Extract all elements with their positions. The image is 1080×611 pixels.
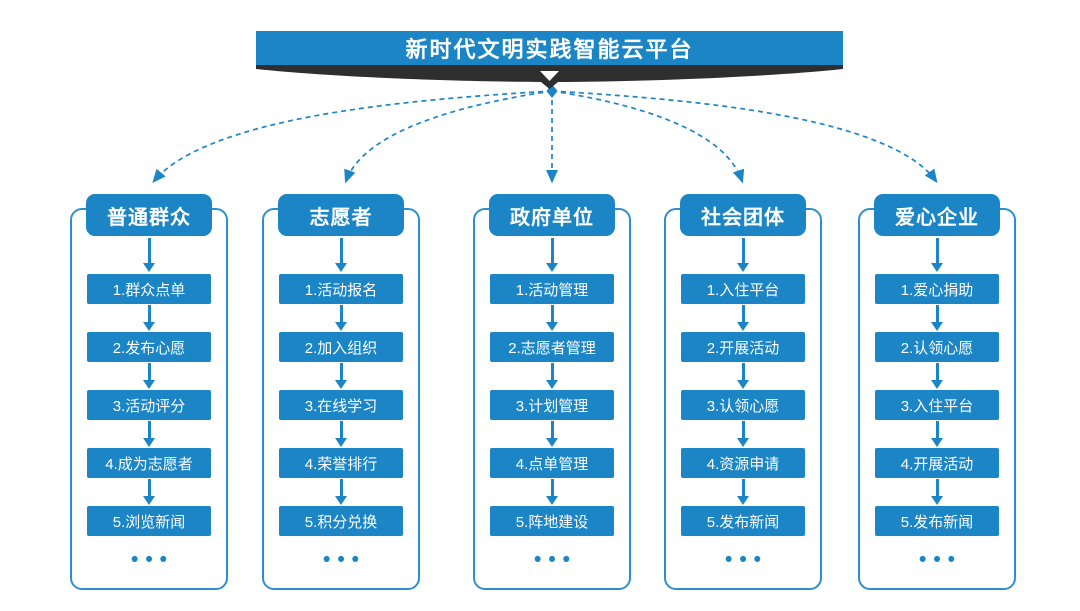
down-arrow-icon [737, 363, 749, 389]
down-arrow-icon [737, 479, 749, 505]
ellipsis-dots: ••• [724, 548, 769, 571]
down-arrow-icon [335, 421, 347, 447]
column-caring-enterprises: 爱心企业 1.爱心捐助 2.认领心愿 3.入住平台 4.开展活动 5.发布新闻 … [858, 194, 1016, 590]
down-arrow-icon [931, 238, 943, 272]
ellipsis-dots: ••• [533, 548, 578, 571]
down-arrow-icon [540, 71, 559, 81]
column-header: 爱心企业 [874, 194, 1000, 236]
down-arrow-icon [143, 421, 155, 447]
column-volunteers: 志愿者 1.活动报名 2.加入组织 3.在线学习 4.荣誉排行 5.积分兑换 •… [262, 194, 420, 590]
down-arrow-icon [931, 421, 943, 447]
step-box: 4.荣誉排行 [279, 448, 403, 478]
step-box: 1.入住平台 [681, 274, 805, 304]
step-box: 3.入住平台 [875, 390, 999, 420]
column-government-units: 政府单位 1.活动管理 2.志愿者管理 3.计划管理 4.点单管理 5.阵地建设… [473, 194, 631, 590]
column-header: 普通群众 [86, 194, 212, 236]
step-box: 5.积分兑换 [279, 506, 403, 536]
down-arrow-icon [335, 363, 347, 389]
down-arrow-icon [546, 479, 558, 505]
step-box: 2.认领心愿 [875, 332, 999, 362]
ellipsis-dots: ••• [918, 548, 963, 571]
step-box: 1.爱心捐助 [875, 274, 999, 304]
platform-title: 新时代文明实践智能云平台 [405, 37, 694, 62]
down-arrow-icon [335, 479, 347, 505]
step-box: 4.开展活动 [875, 448, 999, 478]
step-box: 2.发布心愿 [87, 332, 211, 362]
step-box: 3.认领心愿 [681, 390, 805, 420]
down-arrow-icon [143, 363, 155, 389]
connector-to-col2 [344, 90, 553, 184]
ellipsis-dots: ••• [322, 548, 367, 571]
connector-to-col1 [152, 90, 553, 183]
connector-to-col5 [551, 90, 938, 184]
step-box: 5.浏览新闻 [87, 506, 211, 536]
step-box: 5.发布新闻 [681, 506, 805, 536]
step-box: 2.志愿者管理 [490, 332, 614, 362]
down-arrow-icon [737, 421, 749, 447]
step-box: 5.阵地建设 [490, 506, 614, 536]
step-box: 4.点单管理 [490, 448, 614, 478]
down-arrow-icon [546, 238, 558, 272]
down-arrow-icon [143, 238, 155, 272]
down-arrow-icon [335, 305, 347, 331]
step-box: 3.计划管理 [490, 390, 614, 420]
down-arrow-icon [143, 305, 155, 331]
down-arrow-icon [737, 238, 749, 272]
column-header: 社会团体 [680, 194, 806, 236]
down-arrow-icon [546, 305, 558, 331]
down-arrow-icon [143, 479, 155, 505]
column-header: 政府单位 [489, 194, 615, 236]
column-header: 志愿者 [278, 194, 404, 236]
down-arrow-icon [737, 305, 749, 331]
step-box: 3.在线学习 [279, 390, 403, 420]
step-box: 1.群众点单 [87, 274, 211, 304]
platform-banner: 新时代文明实践智能云平台 [256, 31, 843, 65]
down-arrow-icon [931, 363, 943, 389]
ellipsis-dots: ••• [130, 548, 175, 571]
step-box: 3.活动评分 [87, 390, 211, 420]
step-box: 1.活动报名 [279, 274, 403, 304]
step-box: 5.发布新闻 [875, 506, 999, 536]
down-arrow-icon [546, 421, 558, 447]
column-social-organizations: 社会团体 1.入住平台 2.开展活动 3.认领心愿 4.资源申请 5.发布新闻 … [664, 194, 822, 590]
down-arrow-icon [931, 479, 943, 505]
down-arrow-icon [546, 363, 558, 389]
step-box: 2.开展活动 [681, 332, 805, 362]
banner-ribbon [256, 65, 843, 89]
down-arrow-icon [931, 305, 943, 331]
connector-to-col4 [551, 90, 745, 184]
step-box: 2.加入组织 [279, 332, 403, 362]
step-box: 4.成为志愿者 [87, 448, 211, 478]
step-box: 1.活动管理 [490, 274, 614, 304]
column-ordinary-public: 普通群众 1.群众点单 2.发布心愿 3.活动评分 4.成为志愿者 5.浏览新闻… [70, 194, 228, 590]
step-box: 4.资源申请 [681, 448, 805, 478]
down-arrow-icon [335, 238, 347, 272]
